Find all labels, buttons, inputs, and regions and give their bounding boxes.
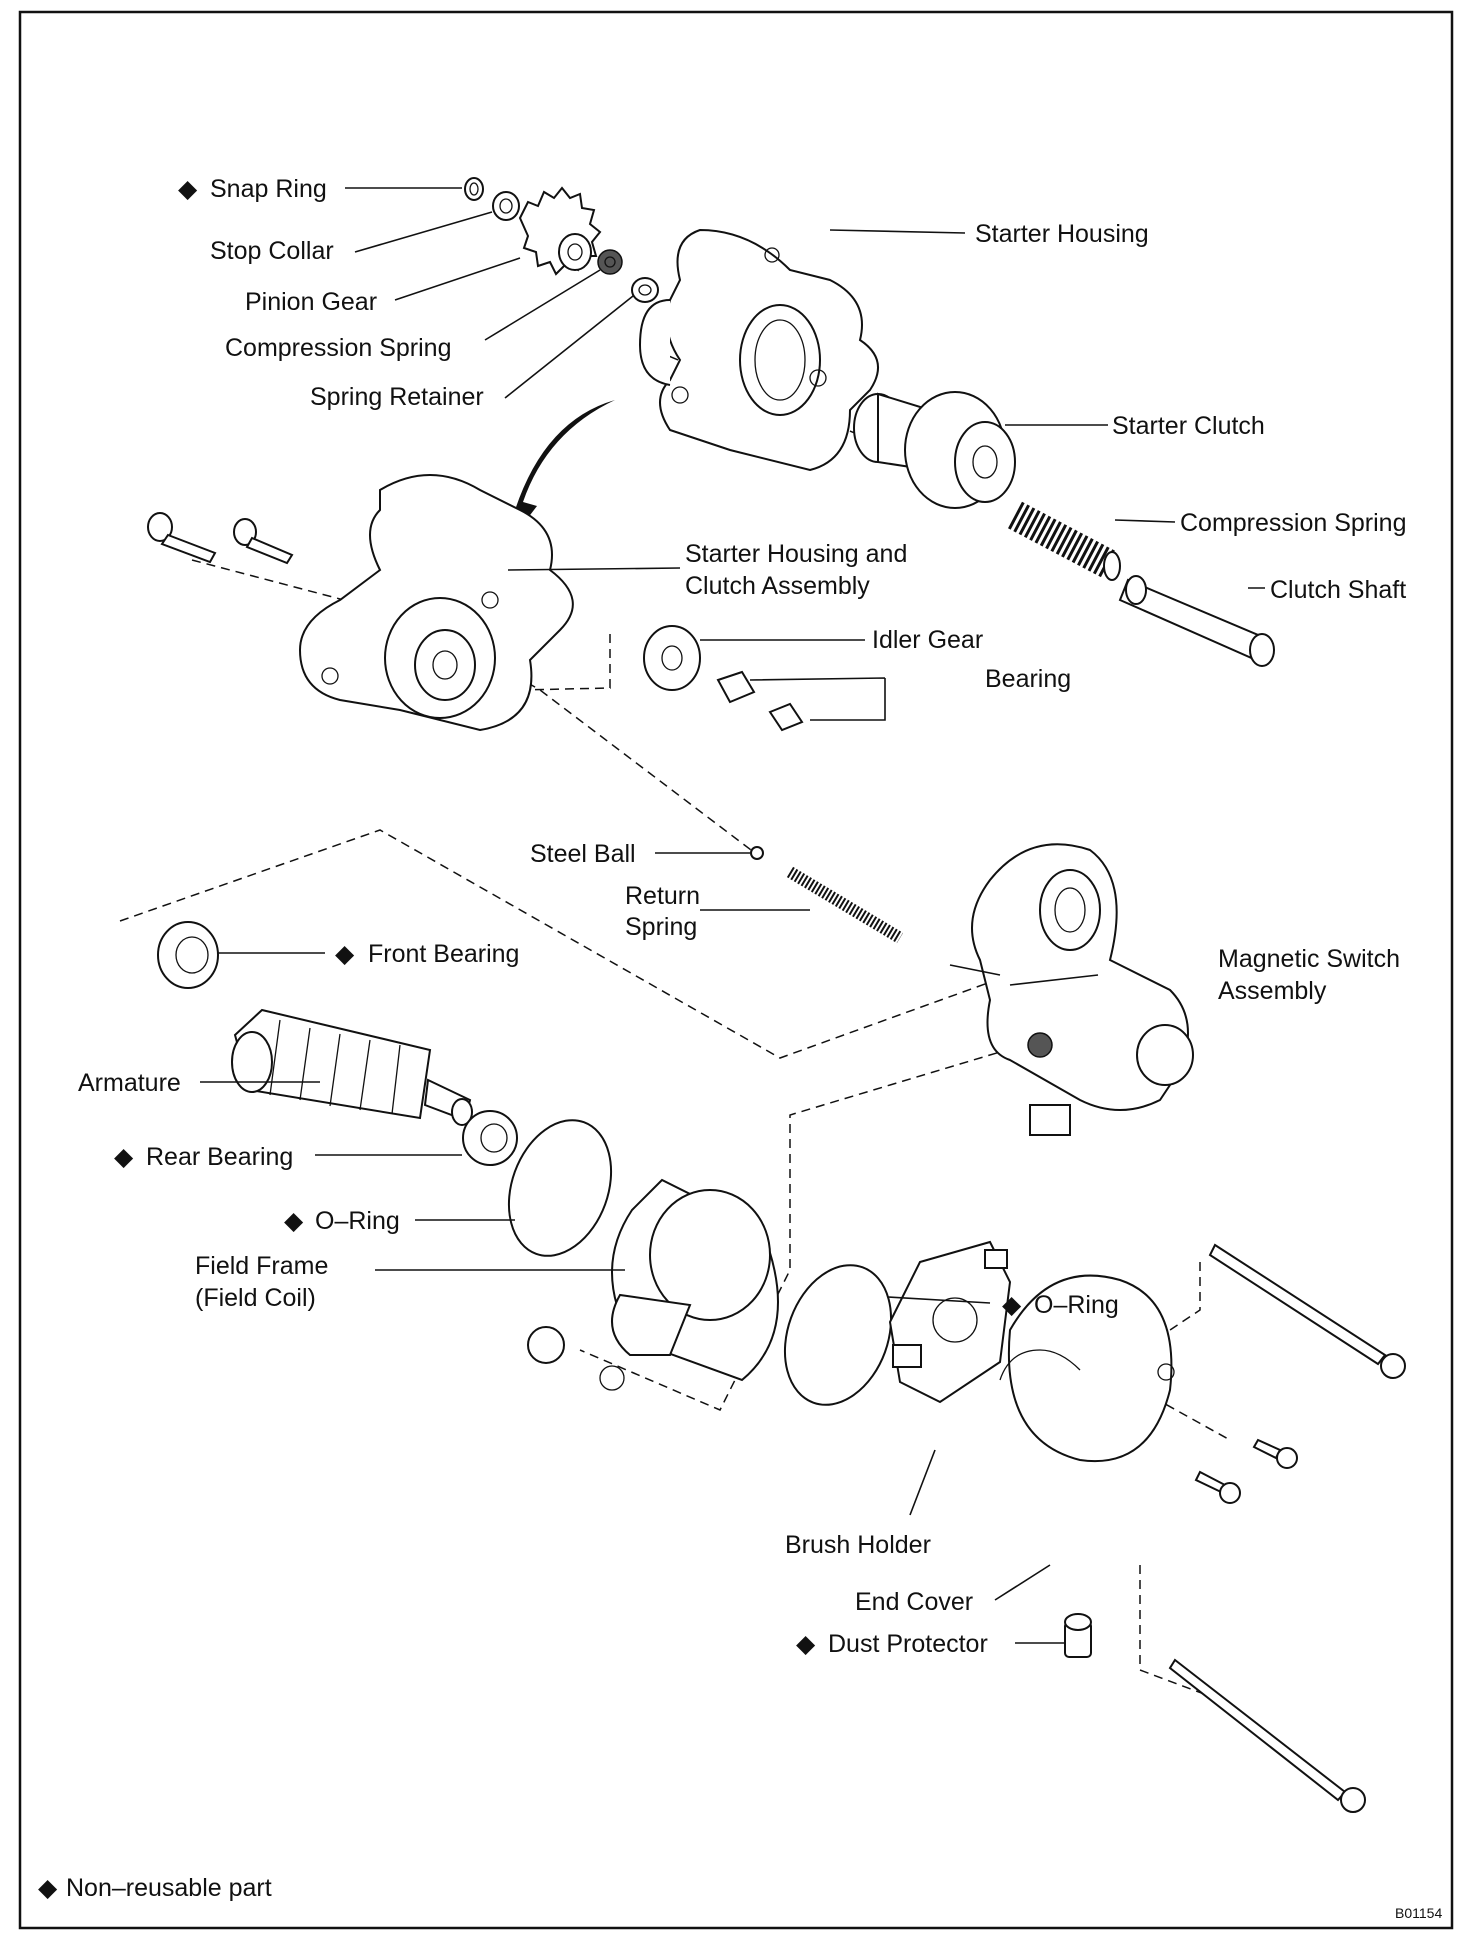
label-compression-spring-1: Compression Spring [225,334,452,362]
idler-bearings-part [716,670,804,732]
pinion-gear-part [518,186,602,276]
label-stop-collar: Stop Collar [210,237,334,265]
marker-o-ring-2: ◆ [1002,1291,1022,1319]
label-starter-housing: Starter Housing [975,220,1149,248]
front-bearing-part [157,921,219,989]
dust-protector-part [1064,1613,1092,1658]
label-magnetic-switch-1: Magnetic Switch [1218,945,1400,973]
brush-holder-part [888,1240,1012,1404]
label-front-bearing: Front Bearing [368,940,519,968]
nonreusable-markers: ◆ ◆ ◆ ◆ ◆ ◆ [114,175,1022,1658]
label-return-spring-1: Return [625,882,700,910]
through-bolts-part [1168,1243,1406,1813]
legend-text: Non–reusable part [66,1874,272,1902]
label-spring-retainer: Spring Retainer [310,383,484,411]
label-field-frame-1: Field Frame [195,1252,328,1280]
label-o-ring-1: O–Ring [315,1207,400,1235]
label-steel-ball: Steel Ball [530,840,636,868]
o-ring-2-part [783,1264,893,1406]
label-idler-gear: Idler Gear [872,626,983,654]
housing-bolts-part [147,512,294,565]
label-armature: Armature [78,1069,181,1097]
marker-snap-ring: ◆ [178,175,198,203]
legend-marker: ◆ [38,1874,58,1902]
stop-collar-part [492,191,520,221]
label-pinion-gear: Pinion Gear [245,288,377,316]
part-labels: Snap Ring Stop Collar Pinion Gear Compre… [78,175,1407,1658]
steel-ball-part [750,846,764,860]
label-snap-ring: Snap Ring [210,175,327,203]
label-housing-clutch-1: Starter Housing and [685,540,907,568]
magnetic-switch-part [949,843,1194,1136]
marker-o-ring-1: ◆ [284,1207,304,1235]
label-magnetic-switch-2: Assembly [1218,977,1327,1005]
label-starter-clutch: Starter Clutch [1112,412,1265,440]
label-dust-protector: Dust Protector [828,1630,988,1658]
starter-housing-part [638,228,879,472]
label-housing-clutch-2: Clutch Assembly [685,572,870,600]
o-ring-1-part [507,1119,613,1257]
end-cover-part [999,1274,1175,1463]
clutch-shaft-part [1118,575,1275,667]
diagram-frame [18,10,1454,1930]
field-frame-part [599,1178,779,1391]
return-spring-part [786,866,904,944]
compression-spring-small-part [597,249,623,275]
label-brush-holder: Brush Holder [785,1531,931,1559]
field-frame-nut-part [527,1326,565,1364]
label-clutch-shaft: Clutch Shaft [1270,576,1406,604]
starter-clutch-part [853,391,1016,509]
label-o-ring-2: O–Ring [1034,1291,1119,1319]
spring-retainer-part [631,277,659,303]
label-rear-bearing: Rear Bearing [146,1143,293,1171]
housing-clutch-assembly-part [298,474,574,732]
diagram-code: B01154 [1395,1905,1442,1921]
leader-lines [200,187,1265,1644]
rear-bearing-part [462,1110,518,1166]
label-field-frame-2: (Field Coil) [195,1284,316,1312]
legend: ◆ Non–reusable part [38,1874,272,1902]
label-compression-spring-2: Compression Spring [1180,509,1407,537]
marker-rear-bearing: ◆ [114,1143,134,1171]
assembly-arrow [501,400,615,540]
marker-dust-protector: ◆ [796,1630,816,1658]
label-return-spring-2: Spring [625,913,697,941]
label-bearing: Bearing [985,665,1071,693]
armature-part [231,1008,473,1126]
snap-ring-part [464,177,484,201]
compression-spring-large-part [1008,501,1121,581]
marker-front-bearing: ◆ [335,940,355,968]
label-end-cover: End Cover [855,1588,973,1616]
idler-gear-part [643,625,701,691]
